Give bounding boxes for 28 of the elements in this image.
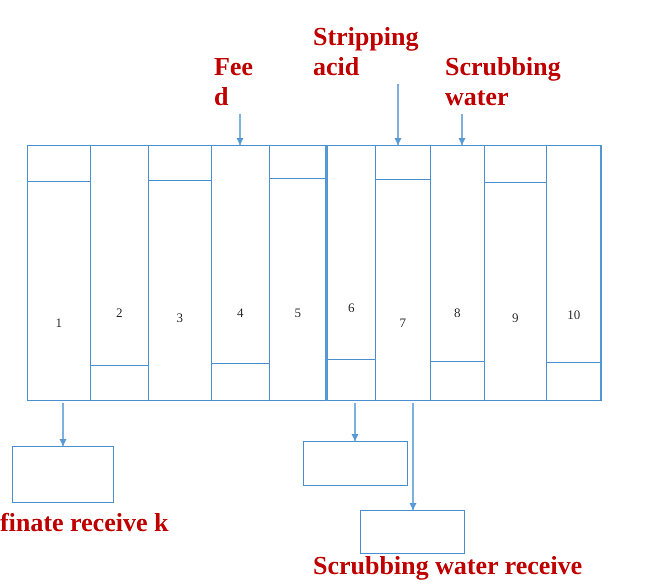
- group-frame: [27, 145, 326, 401]
- stage-number: 6: [347, 300, 356, 316]
- group-frame: [327, 145, 601, 401]
- stream-label: Stripping acid: [313, 22, 435, 82]
- stage-number: 7: [398, 314, 407, 330]
- stage-box: [546, 144, 602, 400]
- flow-arrow: [60, 403, 66, 446]
- flow-arrow: [410, 403, 416, 510]
- receive-tank: [12, 446, 114, 503]
- stage-number: 5: [294, 304, 302, 320]
- tank-caption: finate receive k: [0, 508, 170, 538]
- flow-arrow: [458, 114, 466, 145]
- stream-label: Fee d: [214, 52, 266, 112]
- flow-arrow: [394, 84, 402, 145]
- stream-label: Scrubbing water: [445, 52, 595, 112]
- flow-arrow: [236, 114, 244, 145]
- stage-number: 10: [566, 306, 582, 322]
- stage-number: 2: [115, 304, 124, 320]
- stage-number: 9: [511, 310, 520, 326]
- receive-tank: [360, 510, 465, 554]
- stage-number: 8: [453, 304, 462, 320]
- stage-box: [268, 144, 327, 400]
- receive-tank: [303, 441, 408, 486]
- stage-number: 4: [236, 304, 244, 320]
- flow-arrow: [352, 403, 358, 441]
- stage-number: 3: [176, 310, 184, 326]
- tank-caption: Scrubbing water receive: [313, 551, 584, 581]
- stage-number: 1: [54, 314, 63, 330]
